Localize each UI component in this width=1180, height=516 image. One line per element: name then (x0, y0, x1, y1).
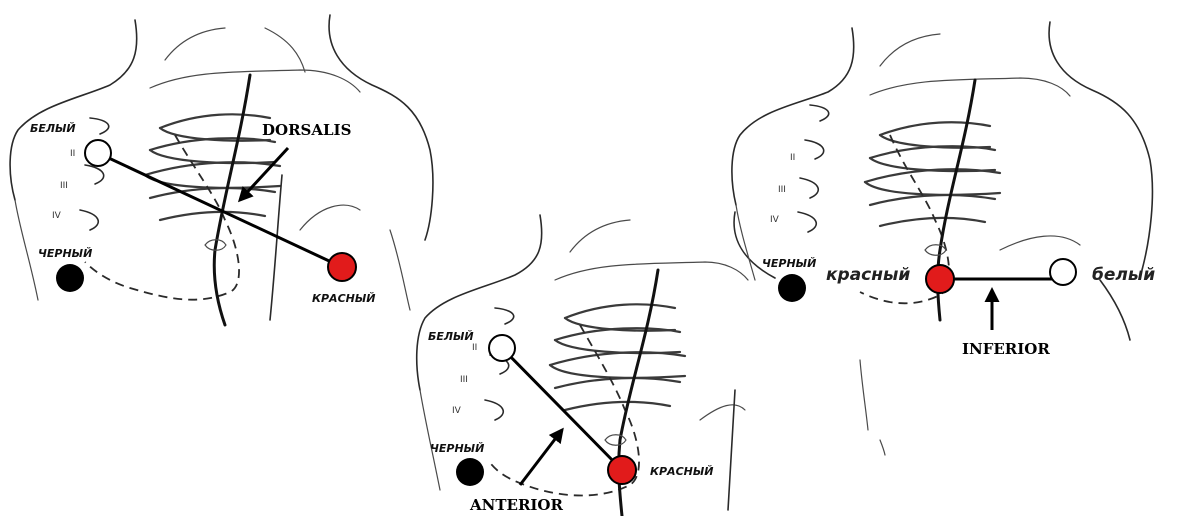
ribcage (80, 114, 280, 230)
label-black: ЧЕРНЫЙ (430, 442, 484, 455)
ribcage (798, 105, 1000, 232)
label-white: БЕЛЫЙ (30, 122, 76, 135)
label-white: белый (1092, 265, 1155, 285)
rib-label-ii: II (790, 153, 795, 163)
panel-title-inferior: INFERIOR (962, 340, 1050, 358)
rib-label-ii: II (472, 343, 477, 353)
sternum-line (214, 75, 250, 325)
label-red: КРАСНЫЙ (312, 292, 375, 305)
electrode-red (608, 456, 636, 484)
label-red: КРАСНЫЙ (650, 465, 713, 478)
electrode-black (56, 264, 84, 292)
label-red: красный (826, 265, 910, 285)
rib-label-iv: IV (52, 211, 62, 221)
electrode-black (456, 458, 484, 486)
rib-label-iii: III (778, 185, 786, 195)
electrode-white (1050, 259, 1076, 285)
electrode-white (85, 140, 111, 166)
panel-dorsalis: II III IV БЕЛЫЙ КРАСНЫЙ ЧЕРНЫЙ DORSALIS (10, 15, 433, 325)
rib-labels: II III IV (52, 149, 75, 221)
electrode-black (778, 274, 806, 302)
anterior-arrow (520, 430, 562, 485)
rib-label-iii: III (60, 181, 68, 191)
panel-inferior: II III IV белый красный ЧЕРНЫЙ INFERIOR (732, 22, 1155, 455)
electrode-red (926, 265, 954, 293)
panel-anterior: II III IV БЕЛЫЙ КРАСНЫЙ ЧЕРНЫЙ ANTERIOR (417, 212, 775, 516)
rib-label-iii: III (460, 375, 468, 385)
rib-labels: II III IV (452, 343, 477, 416)
panel-title-dorsalis: DORSALIS (262, 121, 351, 139)
electrode-white (489, 335, 515, 361)
electrode-red (328, 253, 356, 281)
label-white: БЕЛЫЙ (428, 330, 474, 343)
panel-title-anterior: ANTERIOR (469, 496, 563, 514)
navel-mark (605, 435, 626, 446)
navel-mark (925, 245, 946, 256)
label-black: ЧЕРНЫЙ (762, 257, 816, 270)
rib-label-ii: II (70, 149, 75, 159)
label-black: ЧЕРНЫЙ (38, 247, 92, 260)
rib-labels: II III IV (770, 153, 795, 225)
spine-line (270, 175, 282, 320)
rib-label-iv: IV (770, 215, 780, 225)
rib-label-iv: IV (452, 406, 462, 416)
